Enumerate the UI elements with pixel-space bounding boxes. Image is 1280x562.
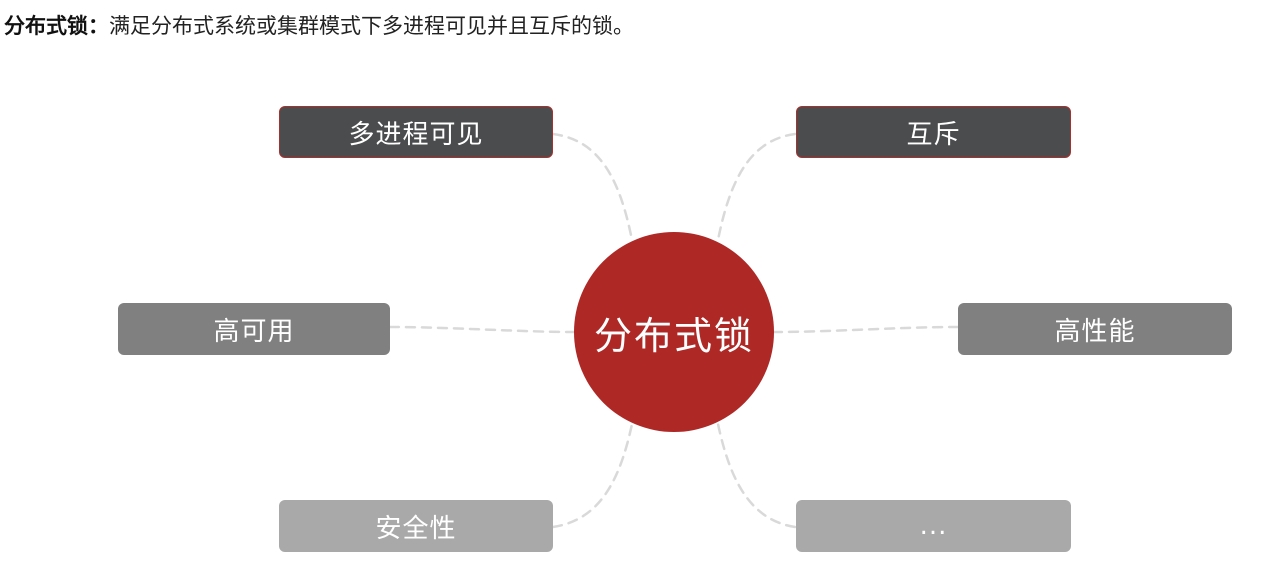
- connector-middle-right: [772, 325, 960, 334]
- node-label: ...: [919, 511, 948, 541]
- node-multi-process-visible: 多进程可见: [279, 106, 553, 158]
- node-label: 高可用: [213, 316, 295, 347]
- definition-line: 分布式锁：满足分布式系统或集群模式下多进程可见并且互斥的锁。: [4, 10, 634, 42]
- node-more: ...: [796, 500, 1071, 552]
- node-label: 高性能: [1054, 316, 1136, 347]
- node-mutual-exclusion: 互斥: [796, 106, 1071, 158]
- node-high-performance: 高性能: [958, 303, 1232, 355]
- connector-middle-left: [388, 325, 576, 334]
- node-high-availability: 高可用: [118, 303, 390, 355]
- node-label: 多进程可见: [348, 119, 484, 150]
- node-security: 安全性: [279, 500, 553, 552]
- center-label: 分布式锁: [593, 313, 754, 358]
- connector-top-right: [716, 132, 797, 242]
- definition-text: 满足分布式系统或集群模式下多进程可见并且互斥的锁。: [109, 14, 634, 38]
- connector-bottom-right: [716, 422, 797, 529]
- node-label: 安全性: [375, 513, 457, 544]
- connector-top-left: [551, 132, 634, 242]
- definition-term: 分布式锁：: [4, 14, 109, 38]
- center-node-distributed-lock: 分布式锁: [574, 232, 774, 432]
- connector-bottom-left: [551, 422, 634, 529]
- node-label: 互斥: [906, 119, 961, 150]
